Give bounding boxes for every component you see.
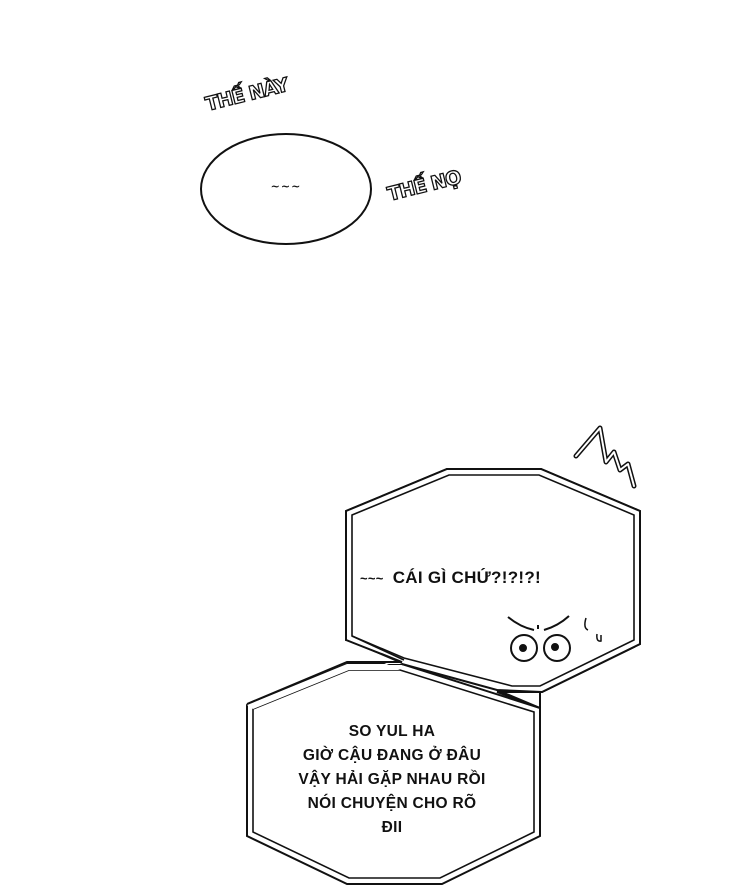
bottom-bubble-line-3: VẬY HẢI GẶP NHAU RỒI	[298, 771, 486, 788]
top-bubble-line: CÁI GÌ CHỨ?!?!?!	[392, 568, 541, 587]
top-bubble-prefix: ~~~	[360, 571, 384, 586]
bottom-bubble-line-2: GIỜ CẬU ĐANG Ở ĐÂU	[302, 747, 482, 764]
bottom-bubble-line-4: NÓI CHUYỆN CHO RÕ	[307, 795, 477, 812]
ellipse-speech-bubble	[200, 133, 372, 245]
sweat-drops-icon	[584, 617, 602, 642]
bottom-bubble-line-1: SO YUL HA	[348, 723, 436, 740]
ellipse-bubble-text: ~~~	[270, 180, 302, 193]
angry-face-icon	[507, 615, 571, 662]
bottom-bubble-line-5: ĐII	[381, 819, 403, 836]
bottom-bubble-text: SO YUL HA GIỜ CẬU ĐANG Ở ĐÂU VẬY HẢI GẶP…	[282, 720, 502, 840]
bubble-connector	[246, 635, 541, 712]
top-bubble-text: ~~~ CÁI GÌ CHỨ?!?!?!	[360, 568, 620, 588]
